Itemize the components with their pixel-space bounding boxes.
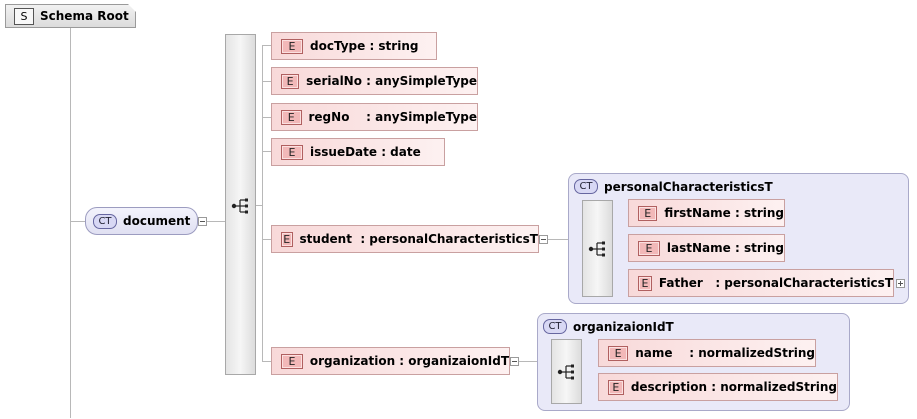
student-to-type-line (548, 239, 568, 240)
org-type-header: CT organizaionIdT (543, 319, 674, 334)
child-branch-1 (262, 45, 271, 46)
complex-type-badge: CT (93, 213, 117, 229)
element-organization[interactable]: E organization : organizaionIdT (271, 347, 510, 375)
child-branch-5 (262, 239, 271, 240)
element-lastname[interactable]: E lastName : string (628, 234, 785, 262)
element-badge: E (281, 353, 303, 369)
element-serialno[interactable]: E serialNo : anySimpleType (271, 67, 478, 95)
child-branch-2 (262, 81, 271, 82)
element-issuedate[interactable]: E issueDate : date (271, 138, 445, 166)
root-to-document-line (70, 221, 85, 222)
element-label: student : personalCharacteristicsT (299, 232, 538, 246)
document-collapse-icon[interactable] (198, 217, 207, 226)
org-sequence[interactable] (551, 339, 582, 404)
document-to-sequence-line (206, 221, 225, 222)
element-label: organization : organizaionIdT (309, 354, 509, 368)
element-label: serialNo : anySimpleType (306, 74, 477, 88)
document-label: document (123, 214, 191, 228)
complex-type-badge: CT (574, 179, 598, 194)
element-badge: E (281, 144, 303, 160)
element-label: docType : string (310, 39, 419, 53)
element-label: regNo : anySimpleType (308, 110, 478, 124)
element-badge: E (638, 205, 658, 221)
sequence-icon (588, 241, 605, 257)
element-label: name : normalizedString (635, 346, 815, 360)
element-badge: E (281, 109, 302, 125)
org-type-title: organizaionIdT (573, 319, 674, 334)
element-badge: E (281, 38, 303, 54)
element-label: description : normalizedString (630, 380, 837, 394)
sequence-icon (557, 364, 574, 380)
element-student[interactable]: E student : personalCharacteristicsT (271, 225, 539, 253)
personal-type-title: personalCharacteristicsT (604, 179, 773, 194)
child-branch-4 (262, 151, 271, 152)
element-regno[interactable]: E regNo : anySimpleType (271, 103, 478, 131)
root-connector (70, 28, 71, 418)
element-father[interactable]: E Father : personalCharacteristicsT (628, 269, 894, 297)
document-node[interactable]: CT document (85, 207, 198, 235)
element-badge: E (638, 275, 652, 291)
organization-to-type-line (518, 361, 537, 362)
element-description[interactable]: E description : normalizedString (598, 373, 838, 401)
student-collapse-icon[interactable] (539, 235, 548, 244)
personal-type-header: CT personalCharacteristicsT (574, 179, 773, 194)
element-badge: E (281, 73, 300, 89)
organization-collapse-icon[interactable] (510, 357, 519, 366)
schema-root-tab[interactable]: S Schema Root (5, 4, 136, 28)
element-doctype[interactable]: E docType : string (271, 32, 437, 60)
child-branch-3 (262, 117, 271, 118)
element-firstname[interactable]: E firstName : string (628, 199, 785, 227)
element-name[interactable]: E name : normalizedString (598, 339, 816, 367)
complex-type-badge: CT (543, 319, 567, 334)
sequence-to-children-line (256, 205, 262, 206)
child-branch-6 (262, 361, 271, 362)
element-label: issueDate : date (310, 145, 421, 159)
element-badge: E (638, 240, 660, 256)
element-badge: E (608, 345, 629, 361)
element-badge: E (281, 231, 293, 247)
document-sequence[interactable] (225, 34, 256, 375)
children-spine (262, 45, 263, 361)
element-label: lastName : string (666, 241, 784, 255)
element-label: firstName : string (664, 206, 784, 220)
personal-sequence[interactable] (582, 200, 613, 297)
tab-fold-corner (128, 4, 136, 12)
father-expand-icon[interactable] (896, 279, 905, 288)
schema-badge: S (14, 7, 34, 25)
element-badge: E (608, 379, 624, 395)
sequence-icon (231, 198, 248, 214)
schema-root-label: Schema Root (40, 9, 129, 23)
element-label: Father : personalCharacteristicsT (658, 276, 893, 290)
